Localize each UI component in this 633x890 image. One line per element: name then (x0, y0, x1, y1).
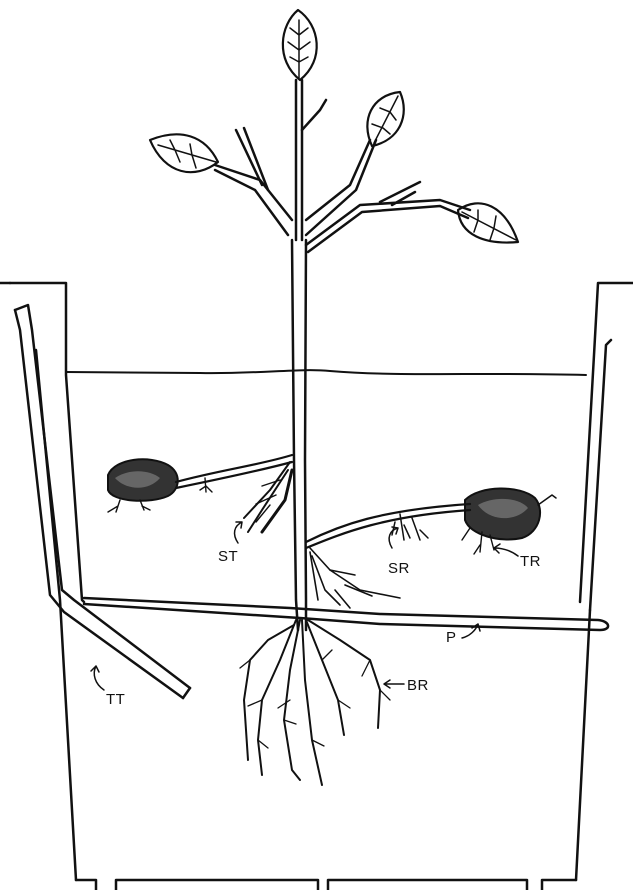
label-p-text: P (446, 629, 457, 646)
label-br-text: BR (407, 677, 429, 694)
leaf-right-top (367, 92, 403, 146)
tube (15, 305, 190, 698)
leaf-left (150, 134, 218, 172)
stem (215, 80, 470, 630)
label-tt: TT (91, 666, 125, 708)
label-st: ST (218, 522, 242, 565)
basal-roots (240, 620, 390, 785)
label-st-text: ST (218, 548, 238, 565)
leaf-top (283, 10, 317, 80)
upper-roots (310, 548, 400, 608)
soil-surface (66, 370, 586, 375)
label-sr-text: SR (388, 560, 410, 577)
label-br: BR (384, 677, 429, 694)
label-sr: SR (388, 527, 410, 577)
tuber-left (108, 455, 292, 512)
label-tr-text: TR (520, 553, 541, 570)
tuber-right (306, 488, 556, 554)
label-tr: TR (494, 544, 541, 570)
label-tt-text: TT (106, 691, 125, 708)
